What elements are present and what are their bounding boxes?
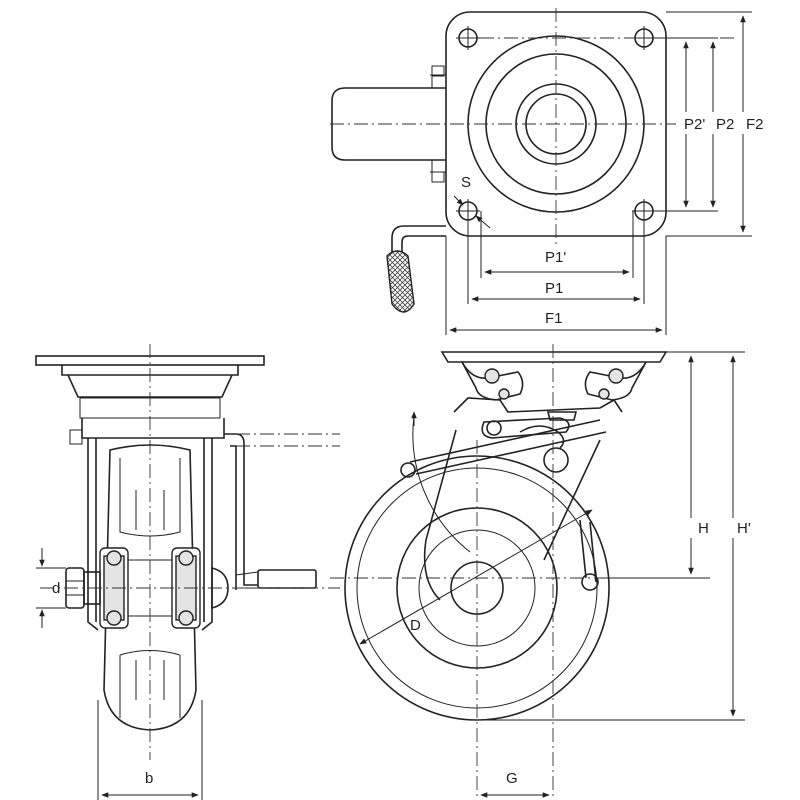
front-view: d b xyxy=(35,344,340,800)
label-D: D xyxy=(410,617,421,634)
label-S: S xyxy=(461,174,471,191)
label-b: b xyxy=(145,770,153,787)
label-P1-prime: P1' xyxy=(545,249,566,266)
label-P2: P2 xyxy=(716,116,734,133)
label-F2: F2 xyxy=(746,116,764,133)
top-view: S P2' P2 F2 P1' P1 F1 xyxy=(330,8,767,335)
label-F1: F1 xyxy=(545,310,563,327)
label-P1: P1 xyxy=(545,280,563,297)
label-H-prime: H' xyxy=(737,520,751,537)
label-P2-prime: P2' xyxy=(684,116,705,133)
brake-lever xyxy=(386,225,446,313)
label-H: H xyxy=(698,520,709,537)
label-d: d xyxy=(52,580,60,597)
side-view: D H H' G xyxy=(330,344,752,800)
brake-crank xyxy=(257,569,317,589)
label-G: G xyxy=(506,770,518,787)
